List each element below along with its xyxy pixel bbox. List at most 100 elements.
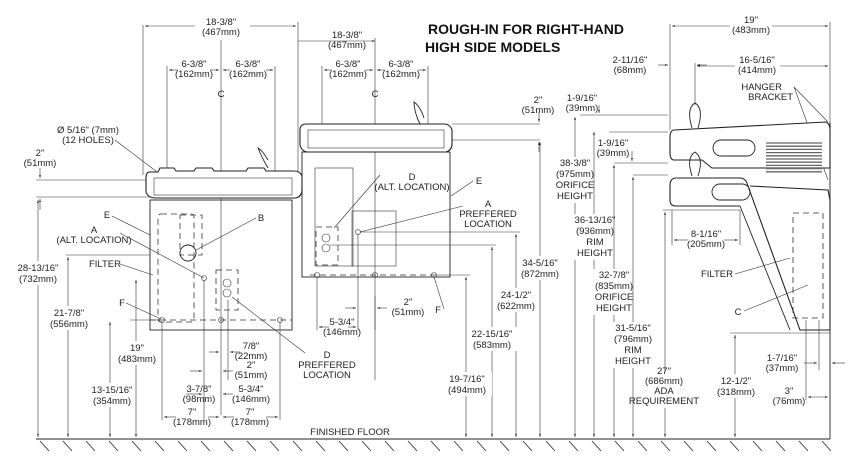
lower-orifice-label-2: HEIGHT: [596, 303, 632, 314]
upper-dim-5-3-4-in: 5-3/4": [329, 317, 354, 328]
upper-label-a-line-2: PREFFERED: [459, 209, 517, 220]
dim-7-left-in: 7": [188, 407, 197, 418]
dim-7-8-mm: (22mm): [235, 351, 268, 362]
bubbler: [257, 147, 269, 169]
upper-orifice-offset-mm: (39mm): [566, 103, 599, 114]
front-view: 18-3/8" (467mm) C 6-3/8" (162mm) 6-3/8" …: [8, 17, 356, 437]
holes-note-line-1: Ø 5/16" (7mm): [57, 125, 119, 136]
outlet-top: [222, 278, 232, 288]
floor-hatch: [407, 440, 418, 452]
leader-line: [333, 174, 381, 229]
floor-hatching: [39, 440, 832, 452]
upper-basin-rim: [307, 129, 445, 149]
floor-hatch: [614, 440, 625, 452]
upper-bubbler: [413, 101, 425, 125]
wall-offset-small-mm: (37mm): [766, 363, 799, 374]
leader-line: [119, 263, 154, 276]
floor-hatch: [729, 440, 740, 452]
floor-hatch: [338, 440, 349, 452]
bubbler-offset-mm: (68mm): [614, 65, 647, 76]
upper-orifice-offset-in: 1-9/16": [567, 93, 597, 104]
front-width-in: 18-3/8": [206, 17, 236, 28]
louver-grille: [766, 142, 822, 173]
floor-hatch: [775, 440, 786, 452]
floor-hatch: [683, 440, 694, 452]
wall-offset-small-in: 1-7/16": [767, 353, 797, 364]
dim-7-right-mm: (178mm): [231, 417, 269, 428]
height-19-mm: (483mm): [118, 354, 156, 365]
upper-orifice-in: 38-3/8": [560, 158, 590, 169]
floor-hatch: [200, 440, 211, 452]
label-d-line-3: LOCATION: [303, 370, 351, 381]
hanger-bracket-label-1: HANGER: [741, 82, 782, 93]
height-22-mm: (583mm): [473, 340, 511, 351]
hanger-bracket-label-2: BRACKET: [748, 92, 793, 103]
floor-hatch: [108, 440, 119, 452]
floor-hatch: [131, 440, 142, 452]
knee-height-mm: (318mm): [717, 387, 755, 398]
bubbler-depth-in: 16-5/16": [739, 55, 775, 66]
lower-basin-side: [669, 177, 740, 207]
floor-hatch: [660, 440, 671, 452]
upper-cabinet: [301, 151, 451, 278]
lower-orifice-mm: (835mm): [595, 281, 633, 292]
height-19-in: 19": [130, 343, 144, 354]
lower-rim-label-2: HEIGHT: [615, 356, 651, 367]
upper-left-half-mm: (162mm): [329, 69, 367, 80]
upper-label-e: E: [476, 176, 482, 187]
dim-7-8-in: 7/8": [243, 341, 260, 352]
upper-width-in: 18-3/8": [332, 30, 362, 41]
label-d-line-2: PREFFERED: [298, 360, 356, 371]
label-bg: [494, 288, 538, 312]
electrical-box: [215, 269, 239, 311]
centerline-symbol: C: [218, 89, 225, 100]
leader-line: [119, 232, 205, 279]
cabinet-outline: [149, 199, 293, 331]
ada-in: 27": [657, 366, 671, 377]
upper-label-d-note: (ALT. LOCATION): [374, 182, 449, 193]
knee-depth-mm: (205mm): [687, 239, 725, 250]
floor-hatch: [246, 440, 257, 452]
floor-hatch: [430, 440, 441, 452]
bubbler-offset-in: 2-11/16": [613, 55, 648, 66]
floor-hatch: [85, 440, 96, 452]
upper-grille-slot: [712, 139, 756, 157]
label-e: E: [104, 210, 110, 221]
upper-label-f: F: [435, 305, 441, 316]
leader-line: [195, 217, 257, 251]
floor-hatch: [154, 440, 165, 452]
upper-label-d: D: [409, 172, 416, 183]
floor-hatch: [798, 440, 809, 452]
knee-depth-in: 8-1/16": [691, 229, 721, 240]
outlet-bottom: [321, 243, 331, 253]
label-bg: [612, 322, 656, 368]
label-bg: [442, 372, 492, 396]
drawing-title: ROUGH-IN FOR RIGHT-HAND HIGH SIDE MODELS: [425, 21, 624, 55]
alt-electrical-box: [315, 226, 339, 266]
label-bg: [570, 214, 620, 260]
front-right-half-in: 6-3/8": [235, 59, 260, 70]
side-depth-in: 19": [744, 15, 758, 26]
upper-label-a: A: [485, 199, 492, 210]
floor-hatch: [223, 440, 234, 452]
lower-grille-slot: [711, 183, 751, 201]
floor-hatch: [177, 440, 188, 452]
floor-hatch: [315, 440, 326, 452]
outlet-bottom: [222, 288, 232, 298]
upper-bubbler-side: [689, 102, 701, 129]
supply-point: [355, 229, 361, 235]
upper-unit-view: 18-3/8" (467mm) C 6-3/8" (162mm) 6-3/8" …: [298, 30, 566, 437]
lower-orifice-label-1: ORIFICE: [595, 292, 634, 303]
upper-dim-5-3-4-mm: (146mm): [323, 327, 361, 338]
dim-7-left-mm: (178mm): [173, 417, 211, 428]
mount-hole: [218, 317, 224, 323]
side-depth-mm: (483mm): [732, 25, 770, 36]
wall-offset-large-in: 3": [785, 386, 794, 397]
upper-orifice-label-2: HEIGHT: [557, 191, 593, 202]
ada-label-2: REQUIREMENT: [629, 396, 699, 407]
label-d: D: [324, 350, 331, 361]
upper-top-offset-in: 2": [534, 95, 543, 106]
front-right-half-mm: (162mm): [229, 69, 267, 80]
height-28-in: 28-13/16": [18, 263, 59, 274]
height-34-in: 34-5/16": [522, 258, 558, 269]
